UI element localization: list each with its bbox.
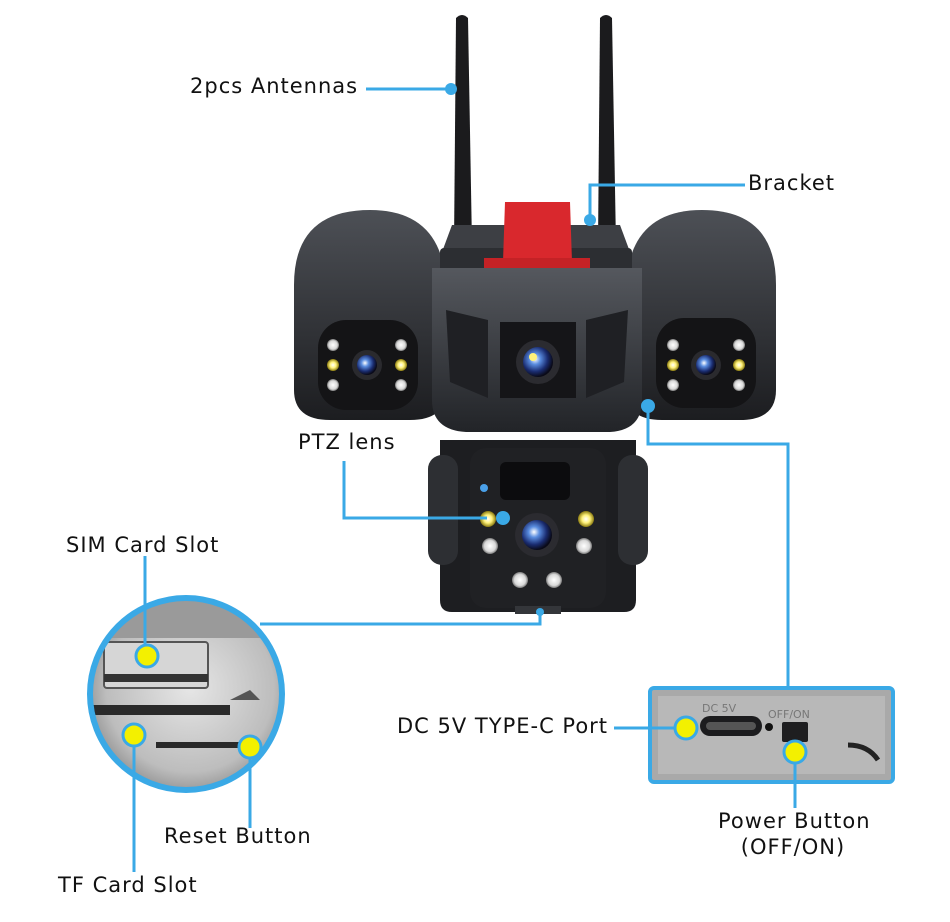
body-marker: [641, 399, 655, 413]
marker-dots: [121, 83, 808, 765]
power-button-label-line2: (OFF/ON): [740, 835, 846, 859]
slot-zoom-circle: [87, 595, 285, 793]
dc-label: DC 5V: [702, 702, 737, 715]
antenna-right: [598, 15, 616, 245]
ptz-marker: [496, 511, 510, 525]
antenna-left: [454, 15, 472, 245]
power-marker: [782, 739, 808, 765]
center-body: [432, 268, 642, 432]
leader-lines: [132, 87, 797, 872]
power-button-label-line1: Power Button: [718, 809, 871, 833]
side-camera-left: [294, 210, 446, 420]
tf-slot-label: TF Card Slot: [58, 873, 198, 897]
side-camera-right: [626, 210, 776, 420]
switch-label: OFF/ON: [768, 708, 810, 721]
ptz-module: [428, 440, 648, 614]
dc-port-marker: [673, 715, 699, 741]
reset-marker: [237, 734, 263, 760]
ptz-lens-label: PTZ lens: [298, 430, 396, 454]
sim-slot-label: SIM Card Slot: [66, 533, 220, 557]
power-button-label: Power Button (OFF/ON): [718, 808, 871, 860]
port-panel: DC 5V OFF/ON: [648, 686, 895, 784]
bracket-label: Bracket: [748, 171, 836, 195]
sim-marker: [134, 643, 160, 669]
tf-marker: [121, 722, 147, 748]
bracket-marker: [584, 214, 596, 226]
zoom-link-marker: [536, 608, 544, 616]
dc-port-label: DC 5V TYPE-C Port: [397, 714, 609, 738]
reset-button-label: Reset Button: [164, 824, 312, 848]
antennas-label: 2pcs Antennas: [190, 74, 359, 98]
antenna-marker: [445, 83, 457, 95]
